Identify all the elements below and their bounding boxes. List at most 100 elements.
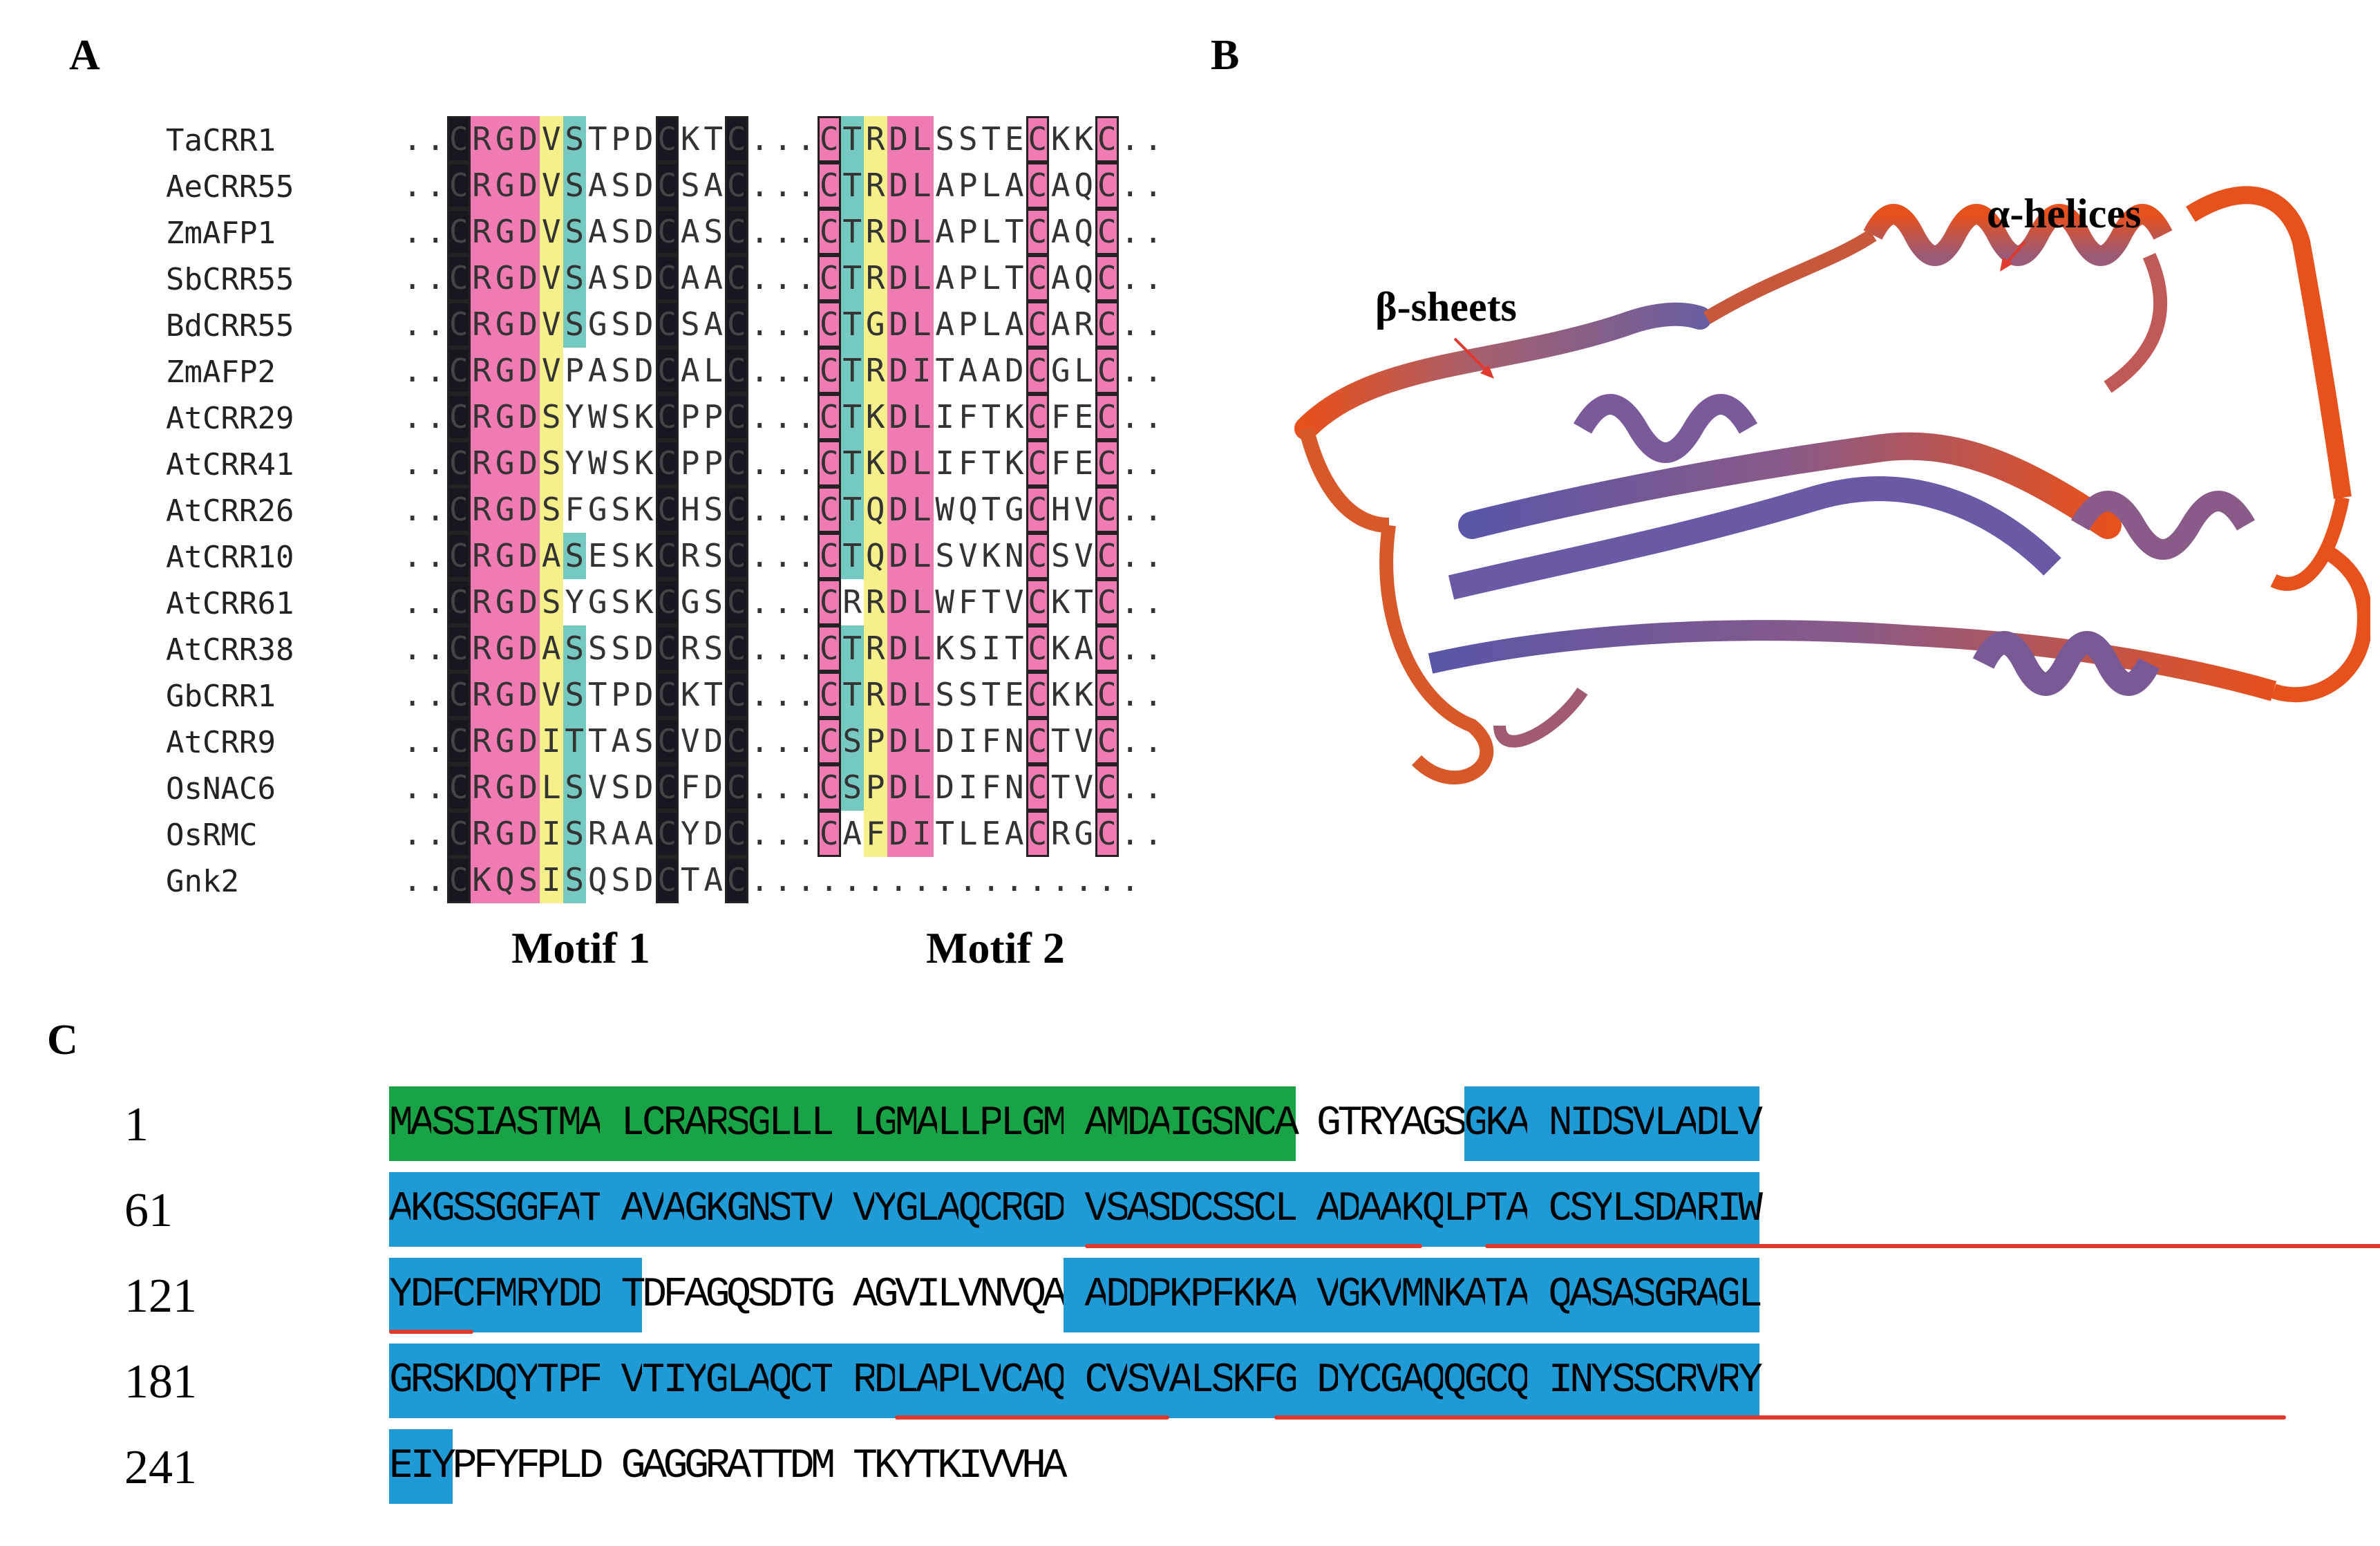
residue: P xyxy=(958,305,978,343)
residue: K xyxy=(470,857,493,903)
alpha-helices-label: α-helices xyxy=(1987,191,2142,236)
amino-acid: L xyxy=(937,1086,962,1161)
amino-acid: S xyxy=(1211,1086,1236,1161)
amino-acid: Q xyxy=(1506,1344,1531,1418)
residue: P xyxy=(611,120,631,158)
line-number: 241 xyxy=(124,1441,197,1494)
residue: S xyxy=(563,625,586,672)
residue: S xyxy=(611,630,631,667)
residue: C xyxy=(818,533,841,579)
residue: T xyxy=(840,625,864,672)
amino-acid: M xyxy=(1401,1258,1426,1332)
protein-structure-figure: β-sheets α-helices xyxy=(1292,138,2372,816)
residue: . xyxy=(1074,861,1094,898)
residue: V xyxy=(1074,491,1094,528)
amino-acid xyxy=(1064,1344,1085,1418)
amino-acid: E xyxy=(389,1429,414,1504)
residue: . xyxy=(1143,444,1163,482)
amino-acid: C xyxy=(1485,1344,1510,1418)
residue: T xyxy=(981,491,1001,528)
residue: . xyxy=(750,861,770,898)
residue: R xyxy=(470,718,493,764)
residue: . xyxy=(796,491,816,528)
residue: Q xyxy=(958,491,978,528)
residue: C xyxy=(447,394,471,440)
residue: G xyxy=(493,811,517,857)
residue: . xyxy=(1120,491,1140,528)
amino-acid: L xyxy=(789,1086,815,1161)
residue: A xyxy=(1004,815,1024,852)
residue: . xyxy=(773,213,793,250)
amino-acid: A xyxy=(1084,1258,1110,1332)
residue: D xyxy=(887,533,910,579)
residue: S xyxy=(840,718,864,764)
amino-acid: L xyxy=(1274,1172,1299,1247)
sequence-name: AtCRR38 xyxy=(166,632,294,668)
residue: S xyxy=(703,491,724,528)
residue: . xyxy=(402,305,422,343)
residue: D xyxy=(634,769,654,806)
residue: . xyxy=(1143,769,1163,806)
residue: . xyxy=(1143,537,1163,574)
amino-acid: A xyxy=(1042,1443,1068,1490)
amino-acid xyxy=(600,1172,621,1247)
residue: F xyxy=(958,583,978,621)
residue: C xyxy=(447,209,471,255)
amino-acid: L xyxy=(558,1443,583,1490)
residue: . xyxy=(750,444,770,482)
amino-acid: T xyxy=(1485,1172,1510,1247)
residue: K xyxy=(634,491,654,528)
amino-acid: Y xyxy=(873,1172,899,1247)
amino-acid: W xyxy=(1738,1172,1763,1247)
residue: V xyxy=(587,769,607,806)
residue: V xyxy=(680,722,700,760)
residue: . xyxy=(402,769,422,806)
residue: E xyxy=(1074,444,1094,482)
amino-acid: A xyxy=(1148,1086,1173,1161)
residue: C xyxy=(725,209,748,255)
residue: S xyxy=(540,440,563,487)
amino-acid: L xyxy=(1190,1344,1215,1418)
residue: R xyxy=(864,162,887,209)
amino-acid: L xyxy=(853,1086,878,1161)
residue: . xyxy=(773,583,793,621)
residue: C xyxy=(1095,394,1119,440)
residue: . xyxy=(796,213,816,250)
amino-acid: C xyxy=(1548,1172,1574,1247)
residue: E xyxy=(1004,120,1024,158)
residue: S xyxy=(563,764,586,811)
residue: T xyxy=(981,120,1001,158)
residue: D xyxy=(887,116,910,162)
residue: . xyxy=(796,676,816,713)
residue: L xyxy=(958,815,978,852)
residue: . xyxy=(796,861,816,898)
residue: D xyxy=(634,352,654,389)
ribbon-structure-image xyxy=(1294,186,2372,785)
residue: F xyxy=(981,722,1001,760)
amino-acid: G xyxy=(684,1172,709,1247)
residue: D xyxy=(634,630,654,667)
amino-acid: S xyxy=(1569,1172,1594,1247)
residue: . xyxy=(1120,444,1140,482)
residue: D xyxy=(516,487,540,533)
residue: L xyxy=(910,255,934,301)
residue: T xyxy=(840,301,864,348)
residue: . xyxy=(796,398,816,435)
panel-a-letter: A xyxy=(69,32,100,79)
amino-acid: T xyxy=(789,1172,815,1247)
residue: T xyxy=(840,255,864,301)
amino-acid xyxy=(1064,1258,1085,1332)
residue: . xyxy=(1143,213,1163,250)
residue: . xyxy=(1120,861,1140,898)
residue: S xyxy=(680,167,700,204)
residue: . xyxy=(402,120,422,158)
residue: K xyxy=(1050,583,1070,621)
line-number: 121 xyxy=(124,1270,197,1323)
residue: S xyxy=(611,444,631,482)
residue: R xyxy=(470,764,493,811)
residue: R xyxy=(470,394,493,440)
amino-acid: S xyxy=(1106,1172,1131,1247)
amino-acid: Q xyxy=(958,1172,983,1247)
sequence-name: OsNAC6 xyxy=(166,771,276,807)
residue: D xyxy=(935,769,955,806)
